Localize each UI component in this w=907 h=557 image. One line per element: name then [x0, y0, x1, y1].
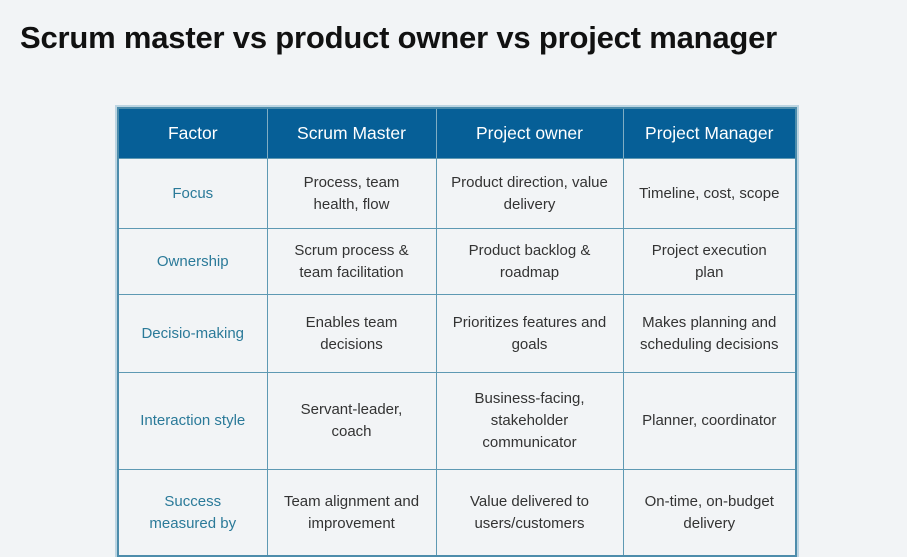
header-cell-project-manager: Project Manager — [622, 107, 797, 159]
table-row-focus: Focus Process, team health, flow Product… — [117, 158, 797, 229]
factor-cell: Success measured by — [117, 469, 268, 557]
table-header-row: Factor Scrum Master Project owner Projec… — [117, 107, 797, 159]
table-cell: Product backlog & roadmap — [435, 228, 624, 295]
table-cell: Process, team health, flow — [266, 158, 437, 229]
table-cell: Enables team decisions — [266, 294, 437, 373]
header-cell-factor: Factor — [117, 107, 268, 159]
header-cell-project-owner: Project owner — [435, 107, 624, 159]
table-row-ownership: Ownership Scrum process & team facilitat… — [117, 228, 797, 295]
page-title: Scrum master vs product owner vs project… — [20, 20, 778, 55]
table-cell: Timeline, cost, scope — [622, 158, 797, 229]
table-cell: Scrum process & team facilitation — [266, 228, 437, 295]
table-cell: Servant-leader, coach — [266, 372, 437, 470]
table-cell: Value delivered to users/customers — [435, 469, 624, 557]
table-cell: Makes planning and scheduling decisions — [622, 294, 797, 373]
table-cell: On-time, on-budget delivery — [622, 469, 797, 557]
table-cell: Business-facing, stakeholder communicato… — [435, 372, 624, 470]
table-cell: Team alignment and improvement — [266, 469, 437, 557]
header-cell-scrum-master: Scrum Master — [266, 107, 437, 159]
table-cell: Project execution plan — [622, 228, 797, 295]
table-cell: Prioritizes features and goals — [435, 294, 624, 373]
factor-cell: Focus — [117, 158, 268, 229]
comparison-table: Factor Scrum Master Project owner Projec… — [117, 107, 797, 557]
table-cell: Planner, coordinator — [622, 372, 797, 470]
table-cell: Product direction, value delivery — [435, 158, 624, 229]
factor-cell: Decisio-making — [117, 294, 268, 373]
factor-cell: Ownership — [117, 228, 268, 295]
table-row-success-measured-by: Success measured by Team alignment and i… — [117, 469, 797, 557]
table-row-interaction-style: Interaction style Servant-leader, coach … — [117, 372, 797, 470]
table-row-decision-making: Decisio-making Enables team decisions Pr… — [117, 294, 797, 373]
factor-cell: Interaction style — [117, 372, 268, 470]
